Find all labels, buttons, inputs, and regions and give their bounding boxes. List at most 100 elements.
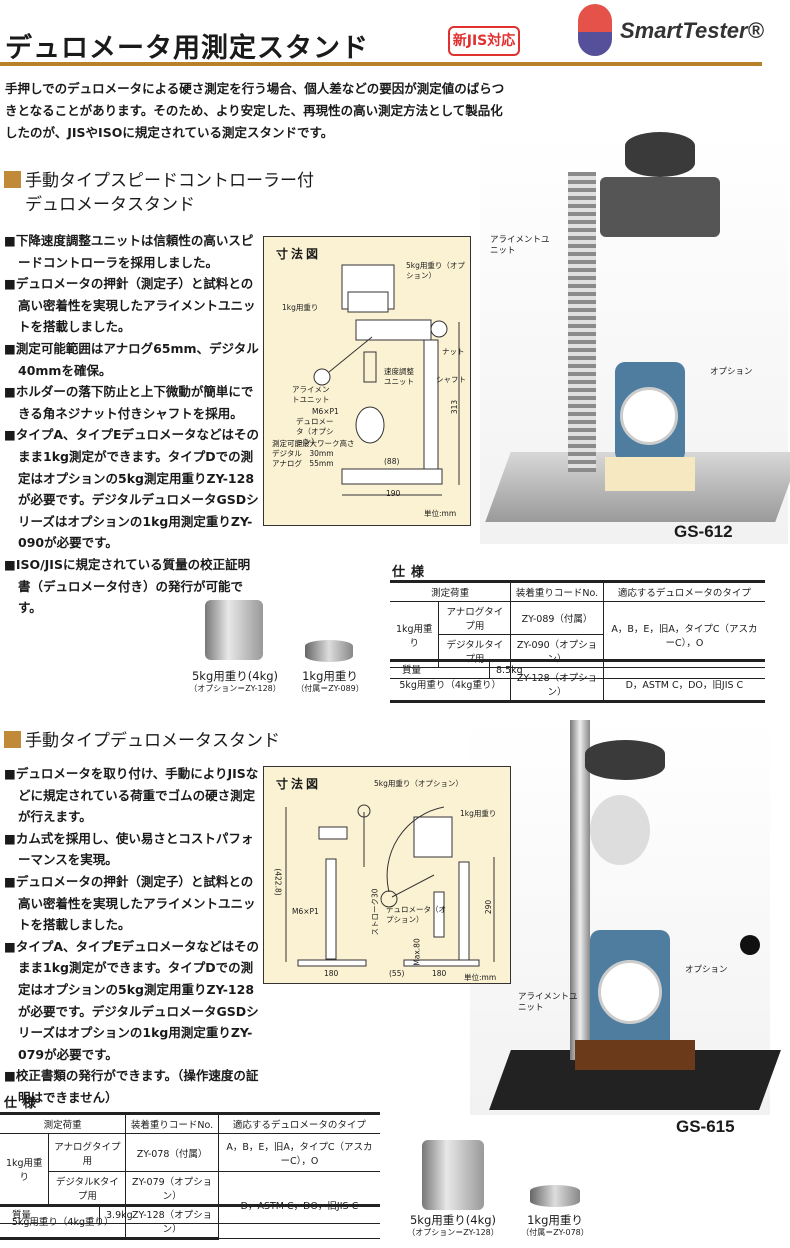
smarttester-logo: SmartTester® — [578, 4, 788, 56]
unit-label: 単位:mm — [424, 509, 457, 518]
label-durometer: デュロメータ（オプション） — [296, 417, 334, 446]
label-digital: デジタル 30mm — [272, 449, 334, 458]
section-square-icon — [4, 171, 21, 188]
label-5kg-weight: 5kg用重り（オプション） — [406, 261, 465, 280]
dim-190: 190 — [386, 489, 401, 498]
intro-text: 手押しでのデュロメータによる硬さ測定を行う場合、個人差などの要因が測定値のばらつ… — [5, 81, 505, 140]
unit-label: 単位:mm — [464, 973, 497, 982]
dim-290: 290 — [484, 899, 494, 915]
sample-block — [575, 1040, 695, 1070]
diagram-heading: 寸法図 — [276, 247, 322, 261]
cell-group: 1kg用重り — [0, 1133, 50, 1205]
section2-features: デュロメータを取り付け、手動によりJISなどに規定されている荷重でゴムの硬さ測定… — [4, 763, 262, 1109]
label-option: オプション — [685, 965, 728, 975]
label-nut: ナット — [442, 347, 465, 356]
weight-5kg-caption: 5kg用重り(4kg)（オプション＝ZY-128） — [398, 1214, 508, 1238]
weight-5kg-caption: 5kg用重り(4kg)（オプション＝ZY-128） — [180, 670, 290, 694]
feature-item: 下降速度調整ユニットは信頼性の高いスピードコントローラを採用しました。 — [4, 230, 262, 273]
feature-item: デュロメータを取り付け、手動によりJISなどに規定されている荷重でゴムの硬さ測定… — [4, 763, 262, 828]
gauge-dial — [598, 960, 662, 1024]
label-shaft: シャフト — [436, 375, 466, 384]
feature-item: ISO/JISに規定されている質量の校正証明書（デュロメータ付き）の発行が可能で… — [4, 554, 262, 619]
cell-code: ZY-078（付属） — [125, 1133, 219, 1172]
new-jis-badge: 新JIS対応 — [448, 26, 520, 56]
weight-code: （オプション＝ZY-128） — [189, 684, 281, 693]
stand-drawing — [313, 264, 460, 496]
section2-title: 手動タイプデュロメータスタンド — [25, 731, 280, 751]
threaded-shaft — [568, 172, 596, 472]
cell-types: A，B，E，旧A，タイプC（アスカーC），O — [602, 601, 765, 668]
weight-code: （付属＝ZY-089） — [296, 684, 364, 693]
label-m6: M6×P1 — [292, 907, 319, 916]
header-load: 測定荷重 — [0, 1112, 127, 1134]
label-durometer: デュロメータ（オプション） — [386, 905, 446, 924]
label-5kg-weight: 5kg用重り（オプション） — [374, 779, 463, 788]
stand-drawing — [285, 804, 495, 967]
label-max-work-height: 測定可能最大ワーク高さ — [272, 439, 355, 448]
label-m6: M6×P1 — [312, 407, 339, 416]
model-gs612: GS-612 — [674, 522, 733, 541]
dim-180: 180 — [324, 969, 339, 978]
diagram-heading: 寸法図 — [276, 777, 322, 791]
dim-313: 313 — [450, 399, 460, 415]
gs612-product-photo: アライメントユニット オプション — [480, 132, 790, 544]
cam-disc — [590, 795, 650, 865]
mass-label: 質量 — [390, 662, 490, 678]
weight-1kg-image — [305, 640, 353, 662]
cell-group: 1kg用重り — [390, 601, 440, 668]
weight-name: 5kg用重り(4kg) — [409, 1213, 497, 1227]
dim-422-8: (422.8) — [273, 868, 283, 896]
header-types: 適応するデュロメータのタイプ — [217, 1112, 380, 1134]
weight-1kg-caption: 1kg用重り（付属＝ZY-089） — [290, 670, 370, 694]
dimension-diagram-gs612: 寸法図 5kg用重り（オプション） 1kg用重り ナット 速度調整ユニット シャ… — [263, 236, 471, 526]
section1-heading: 手動タイプスピードコントローラー付 デュロメータスタンド — [4, 170, 314, 216]
weight-top — [585, 740, 665, 780]
section-square-icon — [4, 731, 21, 748]
label-alignment-unit: アライメントユニット — [518, 992, 578, 1013]
header-divider — [0, 62, 762, 66]
label-alignment-unit: アライメントユニット — [292, 385, 330, 404]
label-alignment-unit: アライメントユニット — [490, 235, 550, 256]
feature-item: デュロメータの押針（測定子）と試料との高い密着性を実現したアライメントユニットを… — [4, 871, 262, 936]
header-load: 測定荷重 — [390, 580, 512, 602]
weight-1kg-caption: 1kg用重り（付属＝ZY-078） — [515, 1214, 595, 1238]
spec-heading: 仕様 — [4, 1096, 43, 1111]
pillar — [570, 720, 590, 1060]
model-gs615: GS-615 — [676, 1117, 735, 1136]
section1-features: 下降速度調整ユニットは信頼性の高いスピードコントローラを採用しました。 デュロメ… — [4, 230, 262, 619]
gauge-dial — [620, 387, 678, 445]
feature-item: カム式を採用し、使い易さとコストパフォーマンスを実現。 — [4, 828, 262, 871]
header-code: 装着重りコードNo. — [125, 1112, 219, 1134]
feature-item: 校正書類の発行ができます。（操作速度の証明はできません） — [4, 1065, 262, 1108]
cell-sub: アナログタイプ用 — [438, 601, 512, 635]
feature-item: デュロメータの押針（測定子）と試料との高い密着性を実現したアライメントユニットを… — [4, 273, 262, 338]
cell-code: ZY-128（オプション） — [125, 1204, 219, 1240]
head-unit — [600, 177, 720, 237]
label-analog: アナログ 55mm — [272, 459, 334, 468]
mass-row-gs615: 質量 3.9kg — [0, 1204, 380, 1224]
cell-code: ZY-079（オプション） — [125, 1171, 219, 1205]
dimension-diagram-gs615: 寸法図 5kg用重り（オプション） 1kg用重り (422.8) M6×P1 ス… — [263, 766, 511, 984]
weight-5kg-image — [422, 1140, 484, 1210]
dim-88: (88) — [384, 457, 400, 466]
weight-name: 1kg用重り — [302, 669, 358, 683]
feature-item: タイプA、タイプEデュロメータなどはそのまま1kg測定ができます。タイプDでの測… — [4, 424, 262, 554]
weight-top — [625, 132, 695, 177]
sample-block — [605, 457, 695, 491]
section1-title-line1: 手動タイプスピードコントローラー付 — [25, 171, 314, 191]
weight-1kg-image — [530, 1185, 580, 1207]
cell-code: ZY-089（付属） — [510, 601, 604, 635]
header-types: 適応するデュロメータのタイプ — [602, 580, 765, 602]
feature-item: タイプA、タイプEデュロメータなどはそのまま1kg測定ができます。タイプDでの測… — [4, 936, 262, 1066]
section1-title-line2: デュロメータスタンド — [25, 195, 195, 215]
weight-5kg-image — [205, 600, 263, 660]
spec-table-gs612: 測定荷重装着重りコードNo.適応するデュロメータのタイプ 1kg用重りアナログタ… — [390, 580, 765, 703]
spec-heading: 仕様 — [392, 565, 431, 580]
weight-name: 5kg用重り(4kg) — [191, 669, 279, 683]
section2-heading: 手動タイプデュロメータスタンド — [4, 730, 280, 752]
mass-label: 質量 — [0, 1207, 100, 1223]
mass-value: 3.9kg — [106, 1209, 133, 1221]
dim-180: 180 — [432, 969, 447, 978]
label-1kg-weight: 1kg用重り — [460, 809, 497, 818]
